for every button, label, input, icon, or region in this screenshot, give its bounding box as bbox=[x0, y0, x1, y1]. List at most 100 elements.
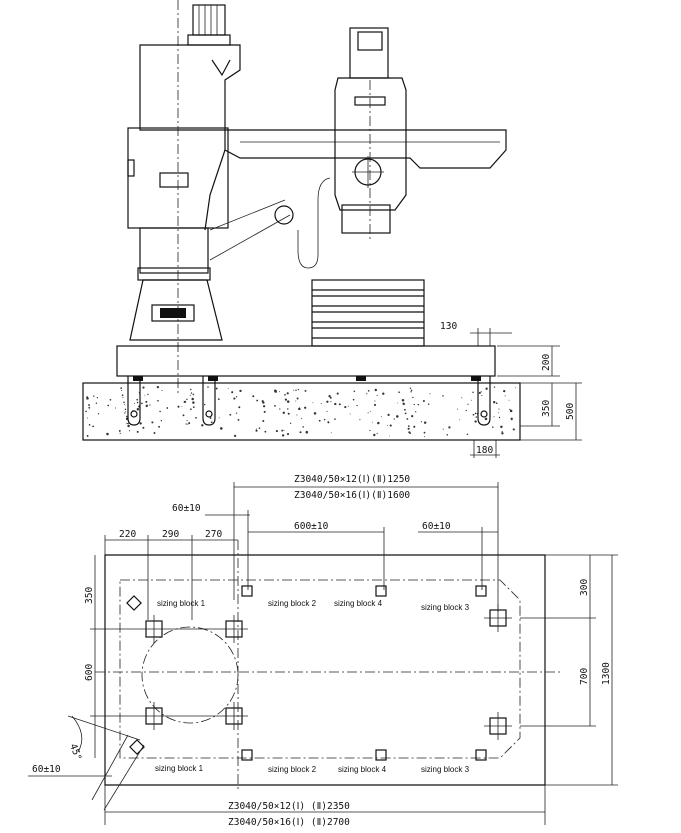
concrete-speckle bbox=[286, 433, 290, 436]
concrete-speckle bbox=[366, 393, 368, 395]
concrete-speckle bbox=[136, 430, 139, 433]
concrete-speckle bbox=[474, 420, 477, 423]
concrete-speckle bbox=[107, 404, 110, 407]
bottom-spec-line-2: Z3040/50×16(Ⅰ) (Ⅱ)2700 bbox=[228, 817, 350, 828]
concrete-speckle bbox=[189, 394, 191, 396]
concrete-speckle bbox=[144, 394, 146, 396]
concrete-speckle bbox=[95, 402, 98, 404]
concrete-speckle bbox=[329, 396, 332, 399]
concrete-speckle bbox=[190, 388, 192, 391]
concrete-speckle bbox=[93, 395, 95, 397]
concrete-speckle bbox=[192, 401, 195, 404]
concrete-speckle bbox=[410, 389, 413, 392]
concrete-speckle bbox=[255, 429, 258, 432]
concrete-speckle bbox=[344, 406, 347, 409]
concrete-speckle bbox=[369, 429, 371, 432]
concrete-speckle bbox=[330, 401, 332, 403]
concrete-speckle bbox=[374, 400, 376, 402]
sizing-block-label-bottom-2: sizing block 2 bbox=[268, 765, 317, 774]
concrete-speckle bbox=[299, 431, 302, 434]
concrete-speckle bbox=[429, 393, 431, 395]
sizing-block-label-bottom-4: sizing block 4 bbox=[338, 765, 387, 774]
concrete-speckle bbox=[514, 387, 516, 389]
concrete-speckle bbox=[210, 421, 213, 424]
concrete-speckle bbox=[235, 412, 238, 414]
concrete-speckle bbox=[377, 421, 380, 425]
concrete-speckle bbox=[330, 432, 332, 434]
column-motor bbox=[187, 4, 231, 46]
concrete-speckle bbox=[396, 415, 399, 418]
concrete-speckle bbox=[406, 418, 409, 420]
concrete-speckle bbox=[498, 412, 500, 414]
concrete-speckle bbox=[86, 434, 89, 437]
concrete-speckle bbox=[134, 402, 135, 404]
concrete-speckle bbox=[478, 391, 481, 394]
concrete-speckle bbox=[472, 391, 474, 393]
concrete-speckle bbox=[508, 399, 510, 401]
dim-300: 300 bbox=[579, 579, 590, 596]
concrete-speckle bbox=[376, 432, 378, 435]
concrete-speckle bbox=[183, 401, 186, 403]
plan-top-dimensions: Z3040/50×12(Ⅰ)(Ⅱ)1250 Z3040/50×16(Ⅰ)(Ⅱ)1… bbox=[104, 474, 499, 620]
concrete-speckle bbox=[281, 429, 284, 432]
sizing-block-label-top-2: sizing block 2 bbox=[268, 599, 317, 608]
concrete-speckle bbox=[166, 407, 169, 409]
concrete-speckle bbox=[235, 396, 238, 398]
concrete-speckle bbox=[318, 419, 321, 422]
sizing-block-label-top-1: sizing block 1 bbox=[157, 599, 206, 608]
concrete-speckle bbox=[492, 426, 494, 428]
concrete-speckle bbox=[127, 422, 129, 425]
concrete-speckle bbox=[158, 425, 161, 428]
concrete-speckle bbox=[190, 392, 193, 394]
column bbox=[127, 44, 241, 281]
concrete-speckle bbox=[402, 402, 405, 406]
concrete-speckle bbox=[282, 411, 285, 414]
concrete-speckle bbox=[151, 421, 154, 424]
concrete-speckle bbox=[238, 406, 241, 409]
plan-bottom-dimensions: Z3040/50×12(Ⅰ) (Ⅱ)2350 Z3040/50×16(Ⅰ) (Ⅱ… bbox=[104, 785, 546, 828]
concrete-speckle bbox=[398, 391, 400, 394]
concrete-speckle bbox=[347, 405, 349, 407]
top-spec-line-2: Z3040/50×16(Ⅰ)(Ⅱ)1600 bbox=[294, 490, 410, 501]
concrete-speckle bbox=[124, 412, 126, 414]
concrete-speckle bbox=[498, 408, 500, 410]
concrete-speckle bbox=[312, 402, 314, 404]
tol-60-top-right: 60±10 bbox=[422, 521, 451, 532]
concrete-speckle bbox=[125, 411, 127, 413]
concrete-speckle bbox=[182, 414, 185, 417]
concrete-speckle bbox=[229, 413, 232, 416]
concrete-speckle bbox=[501, 431, 503, 433]
sizing-block-label-bottom-3: sizing block 3 bbox=[421, 765, 470, 774]
concrete-speckle bbox=[297, 388, 300, 391]
concrete-speckle bbox=[147, 393, 149, 396]
concrete-speckle bbox=[475, 416, 478, 418]
concrete-speckle bbox=[512, 428, 515, 431]
concrete-speckle bbox=[298, 408, 301, 411]
dim-350: 350 bbox=[541, 400, 552, 417]
concrete-speckle bbox=[279, 408, 281, 410]
concrete-speckle bbox=[86, 397, 89, 400]
dim-130: 130 bbox=[440, 321, 457, 332]
concrete-speckle bbox=[407, 425, 410, 427]
concrete-speckle bbox=[500, 425, 503, 429]
concrete-speckle bbox=[156, 385, 160, 389]
concrete-speckle bbox=[420, 421, 422, 423]
concrete-speckle bbox=[320, 402, 322, 405]
plan-left-dimensions: 350 600 45° 60±10 bbox=[28, 555, 145, 811]
concrete-speckle bbox=[85, 410, 87, 413]
concrete-speckle bbox=[106, 432, 109, 436]
concrete-speckle bbox=[459, 419, 461, 421]
concrete-speckle bbox=[231, 391, 234, 394]
concrete-speckle bbox=[263, 410, 266, 413]
concrete-speckle bbox=[141, 402, 143, 405]
concrete-speckle bbox=[136, 398, 139, 401]
top-spec-line-1: Z3040/50×12(Ⅰ)(Ⅱ)1250 bbox=[294, 474, 410, 485]
concrete-speckle bbox=[88, 406, 91, 409]
concrete-speckle bbox=[128, 430, 131, 432]
concrete-speckle bbox=[201, 424, 204, 427]
dim-500: 500 bbox=[565, 403, 576, 420]
concrete-speckle bbox=[191, 397, 194, 401]
concrete-speckle bbox=[382, 392, 385, 395]
concrete-speckle bbox=[186, 420, 188, 422]
